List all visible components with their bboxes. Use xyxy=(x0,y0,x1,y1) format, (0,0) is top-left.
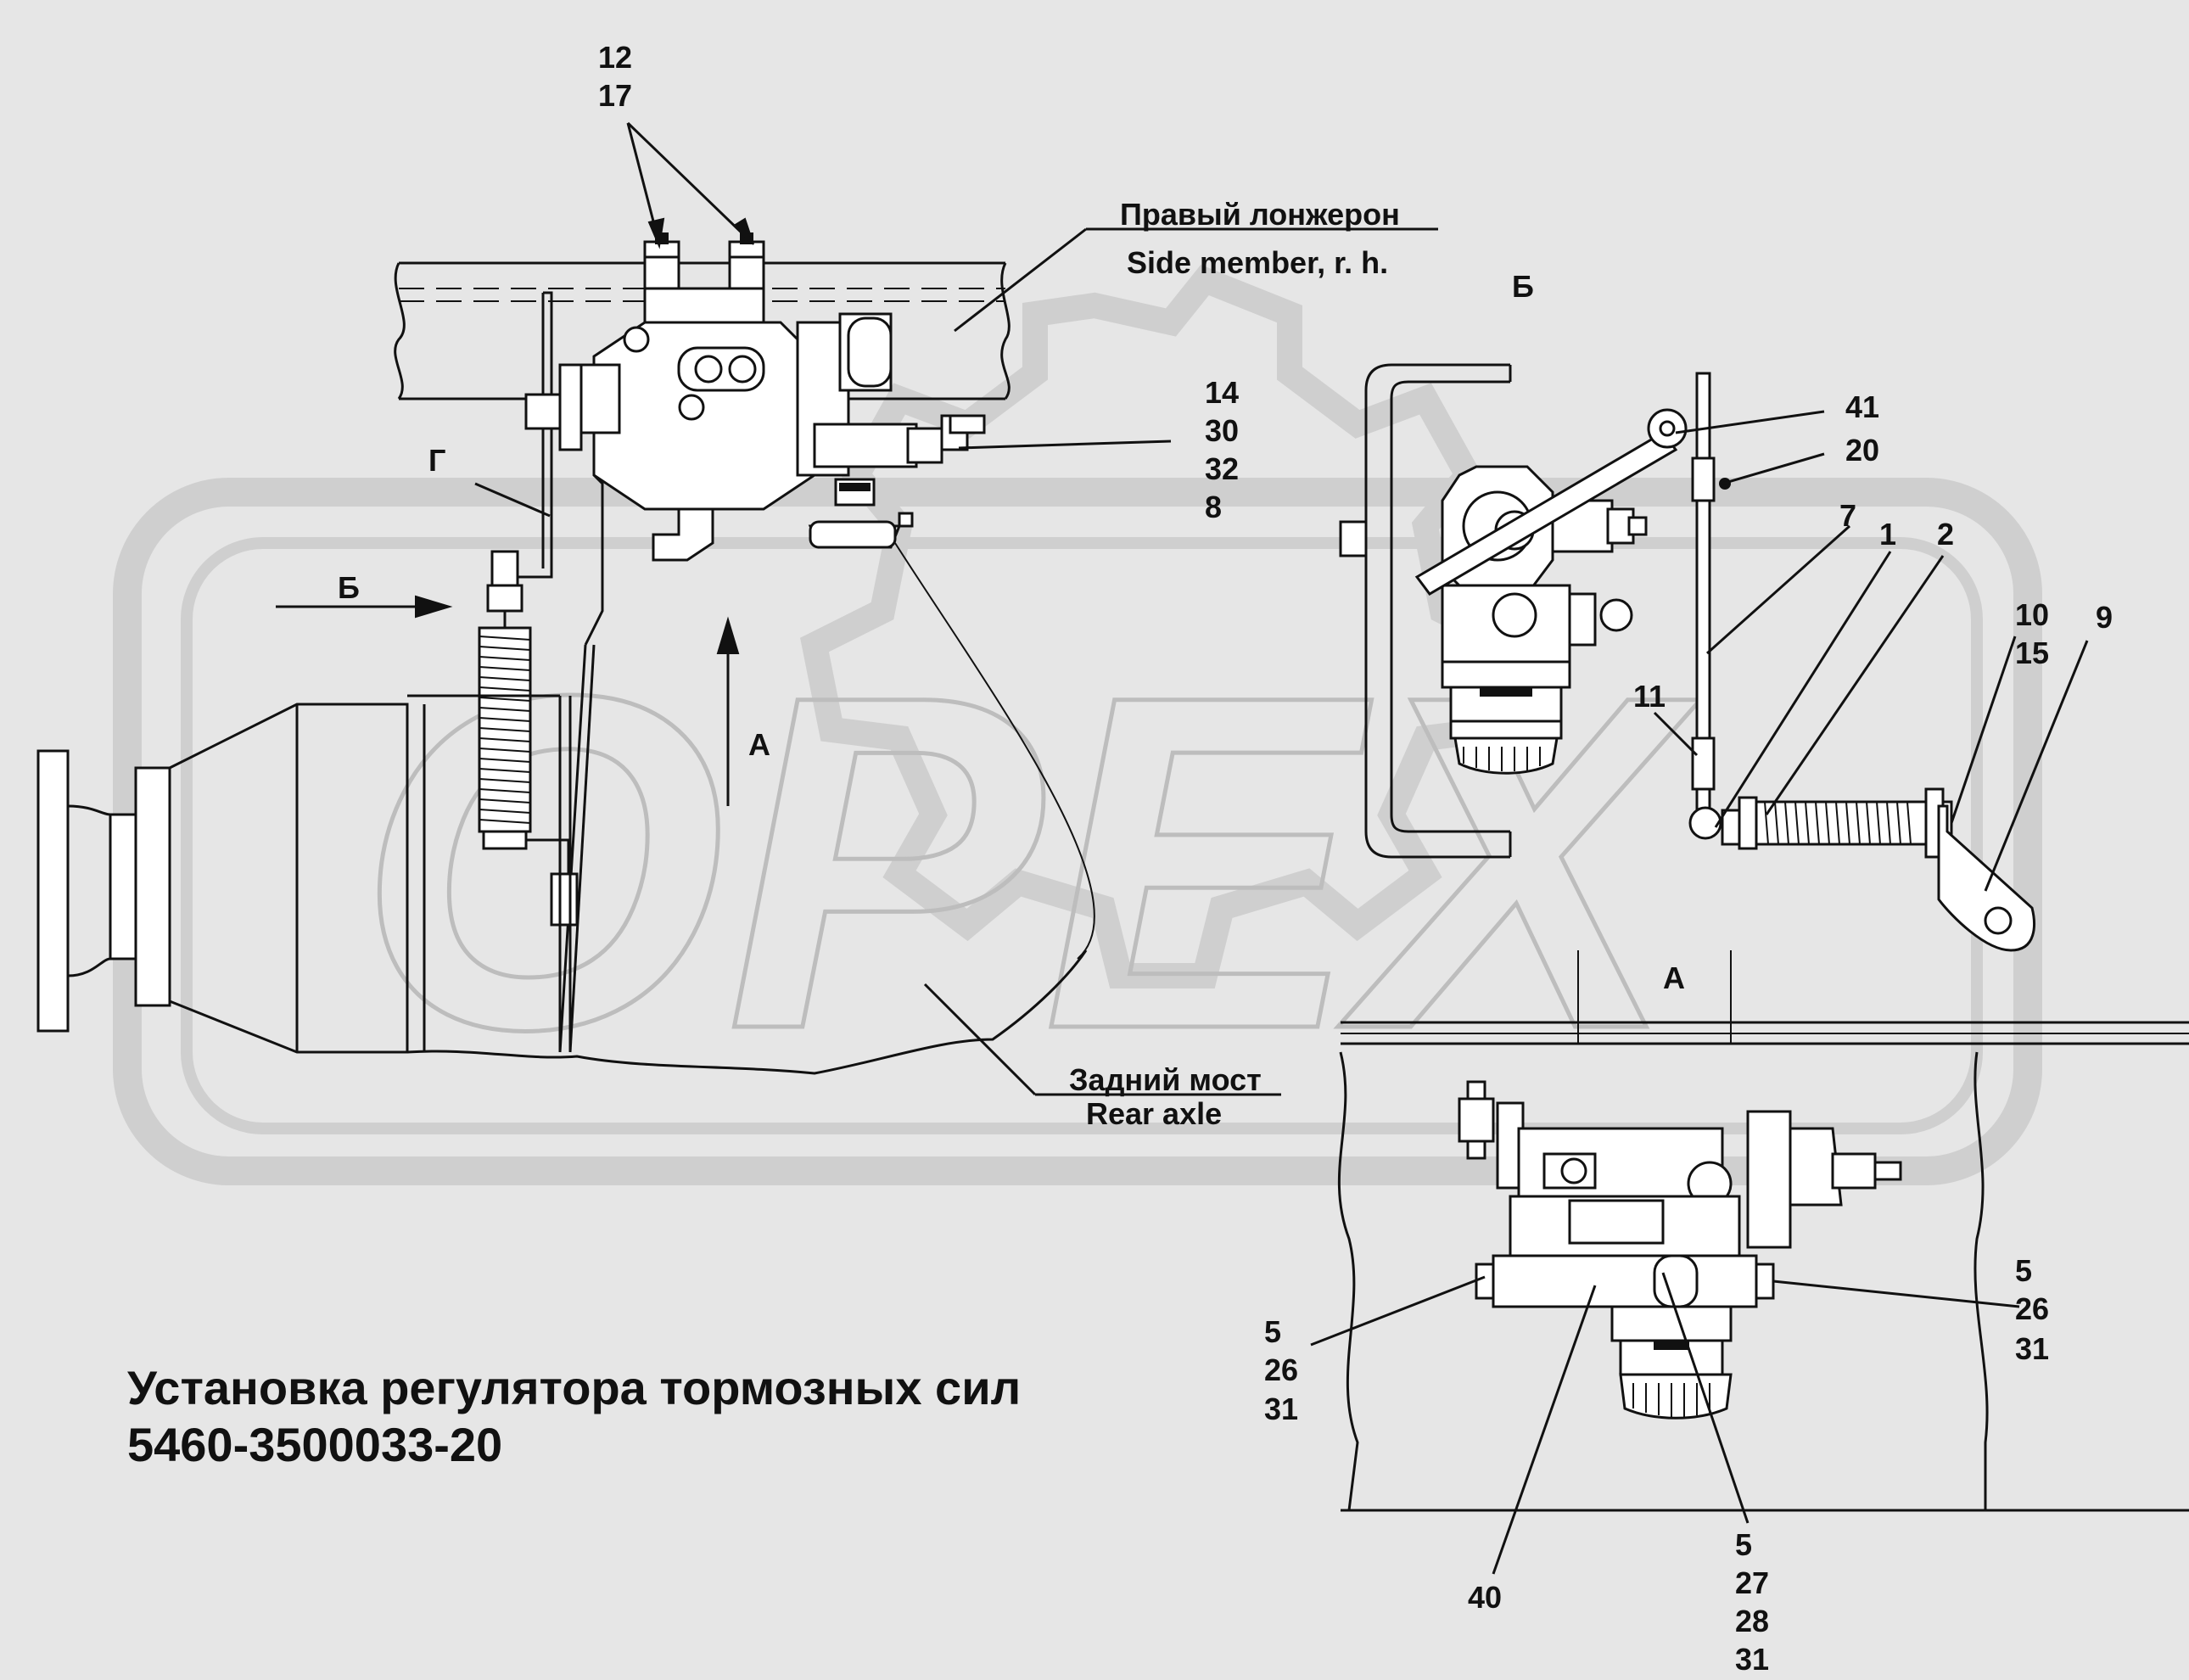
callout-12: 12 xyxy=(598,40,632,75)
regulator-view-b xyxy=(1441,465,1648,775)
view-b-arrow-label: Б xyxy=(338,570,360,605)
rear-axle-ru: Задний мост xyxy=(1069,1062,1262,1097)
view-arrows xyxy=(276,542,1095,960)
regulator-view-a xyxy=(1458,1080,1902,1420)
view-g-label: Г xyxy=(428,443,445,478)
callout-7: 7 xyxy=(1839,498,1856,533)
view-a-title: А xyxy=(1663,960,1685,995)
callout-left-31: 31 xyxy=(1264,1392,1298,1426)
callout-left-26: 26 xyxy=(1264,1352,1298,1387)
callout-2: 2 xyxy=(1937,517,1954,552)
spring-coils xyxy=(478,626,532,833)
labels: 12 17 Правый лонжерон Side member, r. h.… xyxy=(127,40,2113,1677)
view-b xyxy=(1339,363,2089,952)
lever-bracket xyxy=(509,291,604,1053)
callout-32: 32 xyxy=(1205,451,1239,486)
view-a xyxy=(1310,950,2189,1575)
callout-15: 15 xyxy=(2015,636,2049,670)
view-a-arrow-label: А xyxy=(748,727,770,762)
callout-right-5: 5 xyxy=(2015,1253,2032,1288)
callout-8: 8 xyxy=(1205,490,1222,524)
side-member-en: Side member, r. h. xyxy=(1127,245,1388,280)
callout-bottom-28: 28 xyxy=(1735,1604,1769,1638)
callout-bottom-27: 27 xyxy=(1735,1565,1769,1600)
callout-20: 20 xyxy=(1845,433,1879,468)
watermark-frame-inner xyxy=(181,537,1983,1134)
callout-41: 41 xyxy=(1845,389,1879,424)
brake-force-regulator xyxy=(575,232,986,562)
callout-11: 11 xyxy=(1633,679,1666,714)
callout-9: 9 xyxy=(2096,600,2113,635)
drawing-title-line1: Установка регулятора тормозных сил xyxy=(127,1361,1021,1414)
callout-10: 10 xyxy=(2015,597,2049,632)
view-b-title: Б xyxy=(1512,269,1534,304)
callout-40: 40 xyxy=(1468,1580,1502,1615)
callout-17: 17 xyxy=(598,78,632,113)
callout-right-26: 26 xyxy=(2015,1291,2049,1326)
drawing-title-line2: 5460-3500033-20 xyxy=(127,1418,502,1471)
callout-30: 30 xyxy=(1205,413,1239,448)
callout-bottom-5: 5 xyxy=(1735,1527,1752,1562)
main-view xyxy=(36,121,1438,1096)
callout-bottom-31: 31 xyxy=(1735,1642,1769,1677)
rear-axle-en: Rear axle xyxy=(1086,1096,1222,1131)
callout-right-31: 31 xyxy=(2015,1331,2049,1366)
main-leaders xyxy=(474,121,1438,1096)
callout-left-5: 5 xyxy=(1264,1314,1281,1349)
watermark-gear xyxy=(800,264,1525,988)
callout-1: 1 xyxy=(1879,517,1896,552)
callout-14: 14 xyxy=(1205,375,1239,410)
rear-axle-housing xyxy=(36,694,1088,1075)
watermark: OPEX xyxy=(113,264,2042,1185)
spring-assembly xyxy=(478,550,579,927)
side-member-ru: Правый лонжерон xyxy=(1120,197,1400,232)
